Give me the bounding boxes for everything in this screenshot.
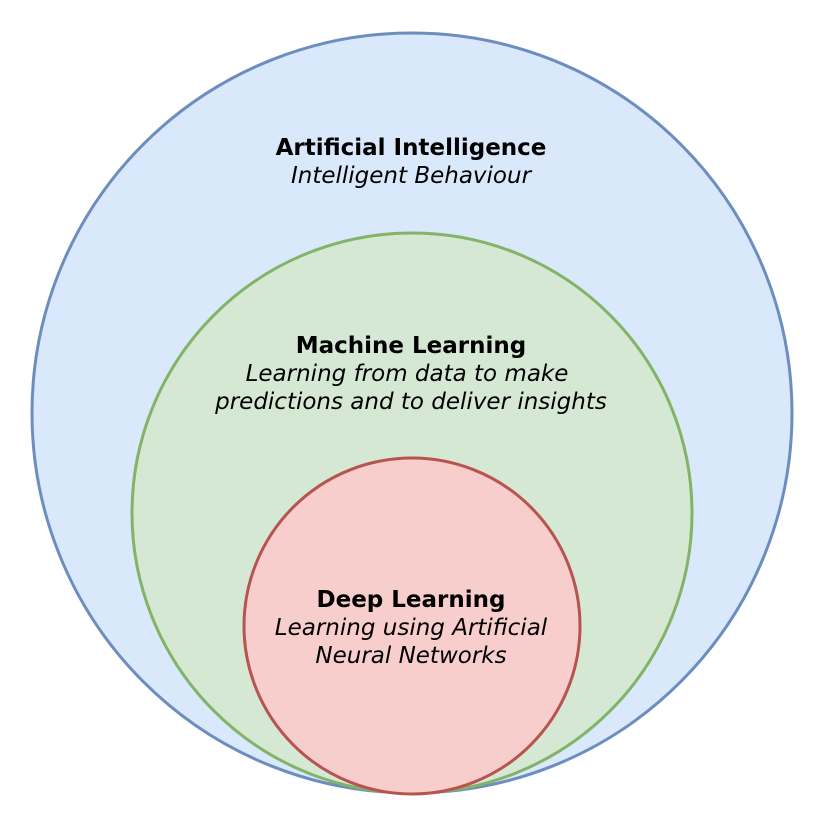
ai-title: Artificial Intelligence: [276, 135, 547, 161]
ml-title: Machine Learning: [296, 333, 527, 359]
deep-learning-circle: [242, 456, 582, 796]
ai-description-line-1: Intelligent Behaviour: [291, 163, 533, 189]
dl-title: Deep Learning: [317, 587, 506, 613]
ml-description-line-1: Learning from data to make: [246, 361, 569, 387]
dl-description-line-2: Neural Networks: [315, 643, 506, 669]
dl-description-line-1: Learning using Artificial: [275, 615, 548, 641]
ml-description-line-2: predictions and to deliver insights: [214, 389, 607, 415]
